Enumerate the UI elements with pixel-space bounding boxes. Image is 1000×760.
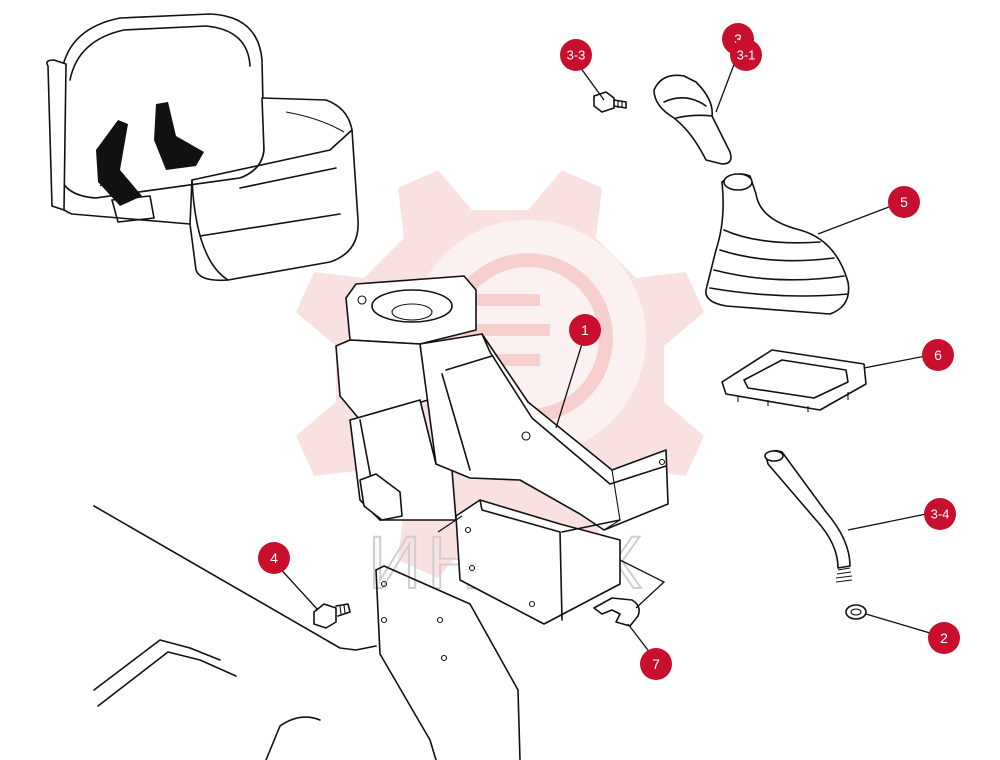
lever-knob-illustration	[653, 74, 732, 165]
callout-badge: 4	[258, 542, 290, 574]
callout-badge: 5	[888, 186, 920, 218]
mounting-bolt-illustration	[313, 603, 351, 629]
lever-rod-illustration	[764, 449, 853, 583]
callout-label: 2	[940, 630, 948, 646]
callout-badge: 3-4	[924, 498, 956, 530]
callout-label: 7	[652, 656, 660, 672]
callout-label: 3-3	[567, 48, 586, 63]
u-clip-illustration	[593, 597, 640, 627]
washer-illustration	[845, 604, 867, 620]
callout-label: 1	[581, 322, 589, 338]
knob-screw-illustration	[593, 91, 627, 113]
callout-badge: 1	[569, 314, 601, 346]
operator-seat-illustration	[46, 13, 359, 282]
leader-lines	[275, 53, 941, 663]
callout-badge: 2	[928, 622, 960, 654]
callout-label: 4	[270, 550, 278, 566]
callout-badge: 6	[922, 339, 954, 371]
callout-badge: 3-3	[560, 39, 592, 71]
lever-bracket-illustration	[335, 275, 669, 625]
callout-label: 3	[734, 31, 742, 47]
callout-badge: 7	[640, 648, 672, 680]
callout-badge: 3-1	[730, 39, 762, 71]
callout-label: 6	[934, 347, 942, 363]
callout-label: 3-1	[737, 48, 756, 63]
machine-floor-illustration	[93, 505, 521, 760]
boot-plate-illustration	[721, 349, 867, 412]
lever-boot-illustration	[705, 173, 850, 315]
callout-label: 5	[900, 194, 908, 210]
callout-label: 3-4	[931, 507, 950, 522]
